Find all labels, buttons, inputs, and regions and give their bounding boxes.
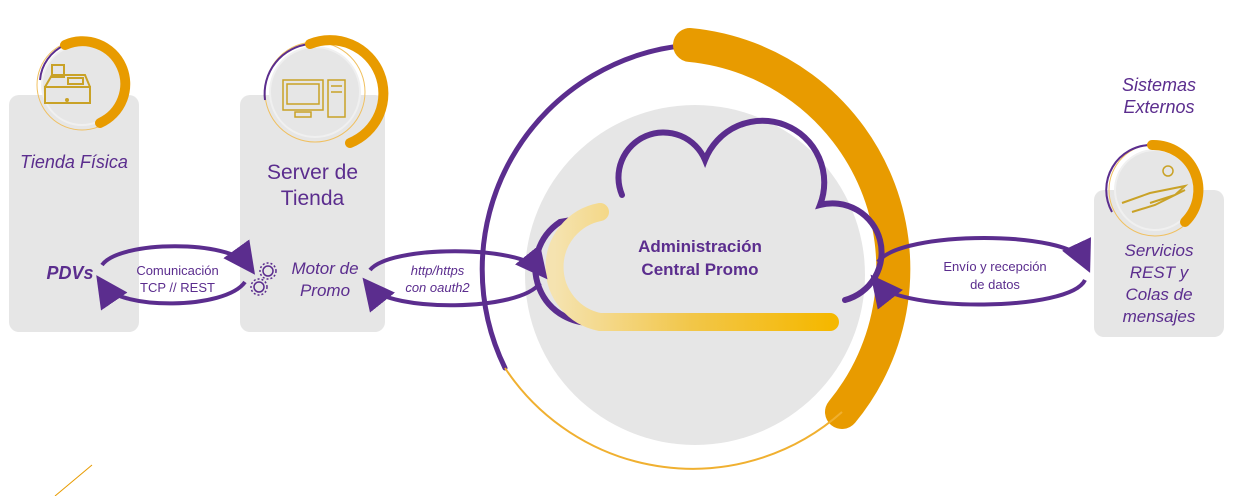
orange-arc: [673, 28, 911, 429]
gear-icon: [250, 262, 277, 296]
arrows: [96, 236, 1091, 313]
tienda-title: Tienda Física: [20, 152, 128, 172]
server-icon-circle: [263, 35, 389, 148]
purple-arc: [479, 42, 693, 371]
thin-orange-arc: [504, 367, 843, 470]
pdvs-label: PDVs: [46, 263, 94, 283]
decorative-line: [54, 464, 93, 496]
externos-icon-circle: [1105, 139, 1204, 237]
central-circle: [525, 105, 865, 445]
tienda-icon-circle: [36, 36, 131, 131]
